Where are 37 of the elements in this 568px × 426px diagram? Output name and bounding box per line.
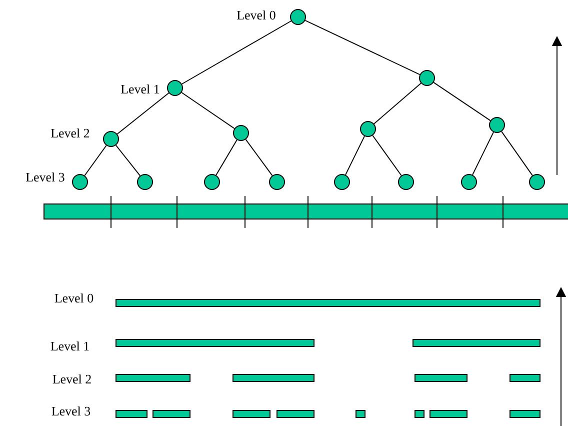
- tree-node: [204, 174, 220, 190]
- tree-edge: [501, 131, 533, 176]
- tree-node: [137, 174, 153, 190]
- tree-node: [334, 174, 350, 190]
- tree-edge: [433, 82, 491, 122]
- tree-node: [103, 131, 119, 147]
- tree-edge: [115, 144, 141, 176]
- level-label: Level 1: [120, 84, 160, 94]
- tree-node: [419, 70, 435, 86]
- tree-edge: [374, 82, 422, 124]
- tree-node: [233, 125, 249, 141]
- level-label: Level 1: [50, 341, 89, 351]
- tree-edge: [345, 136, 365, 176]
- tree-node: [489, 117, 505, 133]
- level-label: Level 3: [26, 172, 64, 182]
- level-label: Level 2: [50, 128, 90, 138]
- tree-edge: [472, 132, 494, 176]
- level-label: Level 3: [52, 406, 90, 416]
- level-label: Level 2: [52, 374, 91, 384]
- level-label: Level 0: [236, 10, 276, 20]
- level-label: Level 0: [54, 293, 94, 303]
- tree-edge: [304, 20, 420, 76]
- tree-node: [360, 121, 376, 137]
- tree-node: [167, 80, 183, 96]
- tree-edge: [116, 92, 170, 135]
- tree-edge: [181, 92, 235, 129]
- tree-edge: [245, 138, 273, 176]
- tree-node: [529, 174, 545, 190]
- tree-node: [461, 174, 477, 190]
- tree-node: [398, 174, 414, 190]
- tree-node: [72, 174, 88, 190]
- tree-edge: [84, 145, 107, 176]
- tree-node: [290, 9, 306, 25]
- tree-edge: [372, 135, 402, 176]
- tree-node: [269, 174, 285, 190]
- tree-edge: [181, 20, 292, 84]
- tree-edge: [216, 139, 238, 176]
